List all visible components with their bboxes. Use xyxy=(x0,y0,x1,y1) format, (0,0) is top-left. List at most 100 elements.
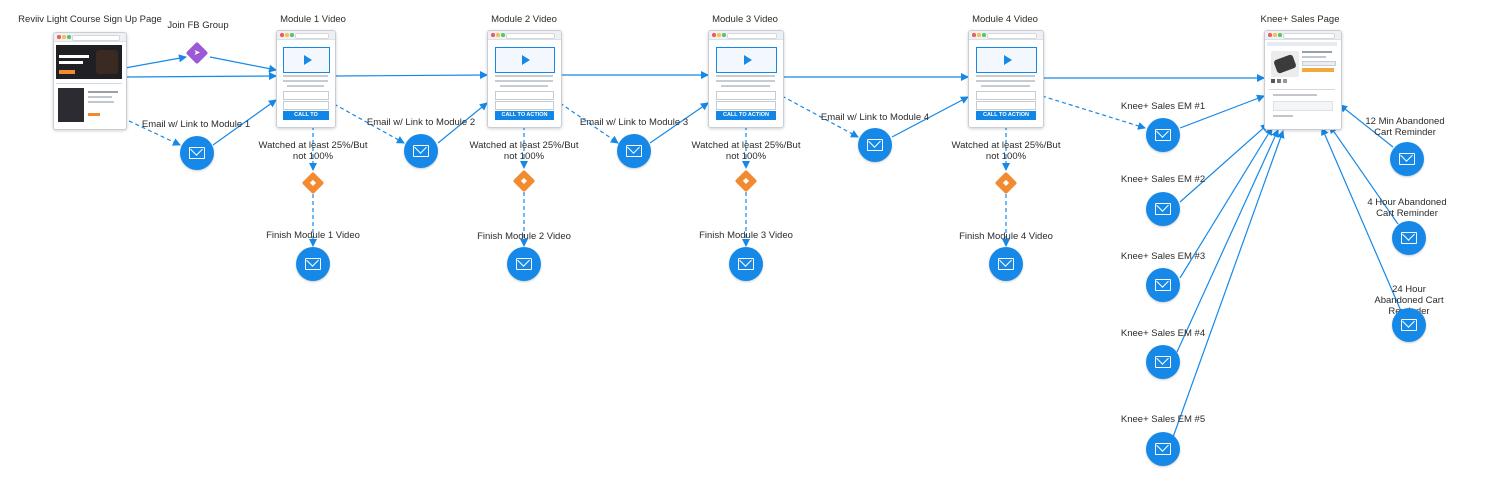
cart-12m-label: 12 Min Abandoned Cart Reminder xyxy=(1365,116,1445,138)
email-finish-m2-label: Finish Module 2 Video xyxy=(477,231,571,242)
module1-page-thumbnail[interactable]: CALL TO ACTION xyxy=(276,30,336,128)
module4-cta-button[interactable]: CALL TO ACTION xyxy=(976,111,1036,120)
tag-icon: ◆ xyxy=(1002,178,1010,187)
arrow-em3-to-m3 xyxy=(649,102,709,144)
dash-m3-to-em4 xyxy=(781,95,859,138)
sales-em2-label: Knee+ Sales EM #2 xyxy=(1120,174,1206,185)
email-link-m4-node[interactable] xyxy=(858,128,892,162)
envelope-icon xyxy=(626,145,642,157)
module3-page-thumbnail[interactable]: CALL TO ACTION xyxy=(708,30,784,128)
video-player[interactable] xyxy=(716,47,777,73)
arrow-signup-to-fb xyxy=(124,54,187,69)
email-link-m2-node[interactable] xyxy=(404,134,438,168)
arrow-cart12-to-sales xyxy=(1339,104,1394,148)
module2-page-thumbnail[interactable]: CALL TO ACTION xyxy=(487,30,562,128)
email-link-m2-label: Email w/ Link to Module 2 xyxy=(366,117,476,128)
cart-4h-node[interactable] xyxy=(1392,221,1426,255)
sales-em1-label: Knee+ Sales EM #1 xyxy=(1120,101,1206,112)
module1-cta-button[interactable]: CALL TO ACTION xyxy=(283,111,329,127)
envelope-icon xyxy=(305,258,321,270)
module2-cta-button[interactable]: CALL TO ACTION xyxy=(495,111,554,120)
email-finish-m1-label: Finish Module 1 Video xyxy=(266,230,360,241)
envelope-icon xyxy=(1155,356,1171,368)
email-link-m1-node[interactable] xyxy=(180,136,214,170)
sales-page-thumbnail[interactable] xyxy=(1264,30,1342,130)
dash-signup-to-em1 xyxy=(109,111,181,146)
cart-24h-node[interactable] xyxy=(1392,308,1426,342)
envelope-icon xyxy=(1401,232,1417,244)
email-finish-m4-label: Finish Module 4 Video xyxy=(959,231,1053,242)
arrow-sem1-to-sales xyxy=(1179,94,1265,129)
signup-page-label: Reviiv Light Course Sign Up Page xyxy=(18,14,162,25)
fb-group-label: Join FB Group xyxy=(167,20,229,31)
email-link-m3-node[interactable] xyxy=(617,134,651,168)
arrow-fb-to-m1 xyxy=(209,56,277,73)
envelope-icon xyxy=(998,258,1014,270)
play-icon xyxy=(522,55,530,65)
module4-label: Module 4 Video xyxy=(972,14,1038,25)
email-link-m1-label: Email w/ Link to Module 1 xyxy=(141,119,251,130)
arrow-em2-to-m2 xyxy=(437,102,488,144)
email-finish-m1-node[interactable] xyxy=(296,247,330,281)
module3-cta-button[interactable]: CALL TO ACTION xyxy=(716,111,776,120)
module4-page-thumbnail[interactable]: CALL TO ACTION xyxy=(968,30,1044,128)
sales-em3-node[interactable] xyxy=(1146,268,1180,302)
tag-icon: ◆ xyxy=(742,176,750,185)
arrow-sem5-to-sales xyxy=(1171,130,1285,441)
play-icon xyxy=(743,55,752,65)
envelope-icon xyxy=(1399,153,1415,165)
arrow-cart24-to-sales xyxy=(1321,127,1402,312)
module3-label: Module 3 Video xyxy=(712,14,778,25)
dash-m4-to-sem1 xyxy=(1041,95,1146,130)
module1-label: Module 1 Video xyxy=(280,14,346,25)
sales-em5-label: Knee+ Sales EM #5 xyxy=(1120,414,1206,425)
envelope-icon xyxy=(1155,279,1171,291)
arrow-sem3-to-sales xyxy=(1179,127,1273,279)
cart-4h-label: 4 Hour Abandoned Cart Reminder xyxy=(1367,197,1447,219)
tag-watched-m2-label: Watched at least 25%/But not 100% xyxy=(469,140,579,162)
email-link-m3-label: Email w/ Link to Module 3 xyxy=(579,117,689,128)
tag-watched-m3-label: Watched at least 25%/But not 100% xyxy=(691,140,801,162)
sales-em2-node[interactable] xyxy=(1146,192,1180,226)
email-finish-m3-label: Finish Module 3 Video xyxy=(699,230,793,241)
arrow-cart4-to-sales xyxy=(1329,125,1399,225)
cursor-click-icon: ➤ xyxy=(193,48,201,57)
video-player[interactable] xyxy=(283,47,330,73)
module2-label: Module 2 Video xyxy=(491,14,557,25)
envelope-icon xyxy=(1155,203,1171,215)
video-player[interactable] xyxy=(495,47,555,73)
arrow-signup-to-m1 xyxy=(124,72,277,81)
envelope-icon xyxy=(1155,129,1171,141)
arrow-m1-to-m2 xyxy=(333,71,488,80)
sales-page-label: Knee+ Sales Page xyxy=(1260,14,1340,25)
email-finish-m4-node[interactable] xyxy=(989,247,1023,281)
envelope-icon xyxy=(738,258,754,270)
email-finish-m3-node[interactable] xyxy=(729,247,763,281)
envelope-icon xyxy=(867,139,883,151)
cart-12m-node[interactable] xyxy=(1390,142,1424,176)
dash-m1-to-em2 xyxy=(333,103,405,144)
envelope-icon xyxy=(1155,443,1171,455)
sales-em4-label: Knee+ Sales EM #4 xyxy=(1120,328,1206,339)
tag-icon: ◆ xyxy=(309,178,317,187)
signup-page-thumbnail[interactable] xyxy=(53,32,127,130)
email-link-m4-label: Email w/ Link to Module 4 xyxy=(820,112,930,123)
tag-icon: ◆ xyxy=(520,176,528,185)
tag-watched-m4-label: Watched at least 25%/But not 100% xyxy=(951,140,1061,162)
arrow-sem4-to-sales xyxy=(1176,129,1279,353)
envelope-icon xyxy=(516,258,532,270)
envelope-icon xyxy=(413,145,429,157)
sales-em1-node[interactable] xyxy=(1146,118,1180,152)
sales-em5-node[interactable] xyxy=(1146,432,1180,466)
sales-em4-node[interactable] xyxy=(1146,345,1180,379)
arrow-em4-to-m4 xyxy=(891,96,969,138)
play-icon xyxy=(303,55,312,65)
envelope-icon xyxy=(189,147,205,159)
arrow-sem2-to-sales xyxy=(1179,123,1269,203)
video-player[interactable] xyxy=(976,47,1037,73)
email-finish-m2-node[interactable] xyxy=(507,247,541,281)
tag-watched-m1-label: Watched at least 25%/But not 100% xyxy=(258,140,368,162)
dash-m2-to-em3 xyxy=(559,102,619,144)
